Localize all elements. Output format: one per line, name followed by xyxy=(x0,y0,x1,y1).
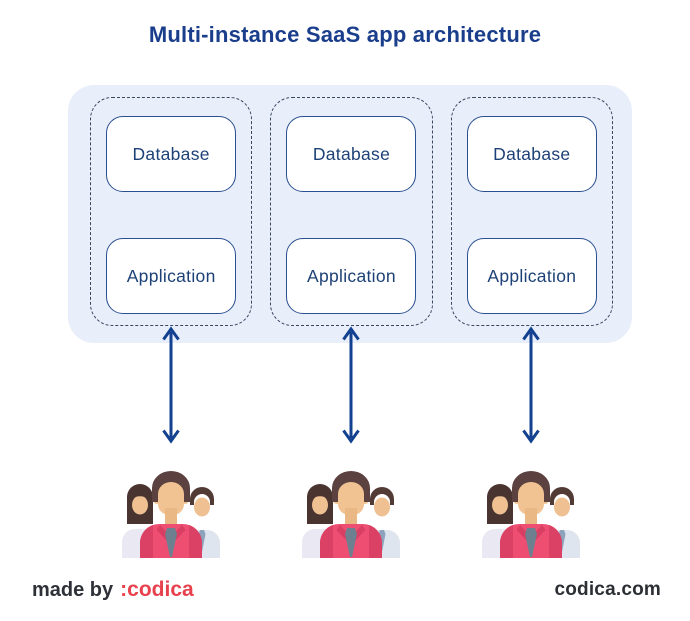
database-box: Database xyxy=(286,116,417,192)
application-box: Application xyxy=(106,238,237,314)
application-label: Application xyxy=(487,265,577,286)
user-group-icon xyxy=(294,466,408,558)
made-by-credit: made by :codica xyxy=(32,578,194,602)
user-group-icon xyxy=(114,466,228,558)
website-label: codica.com xyxy=(554,579,661,600)
application-label: Application xyxy=(126,265,216,286)
application-label: Application xyxy=(307,265,396,286)
instance-container-2: Database Application xyxy=(270,97,433,326)
database-box: Database xyxy=(466,116,597,192)
application-box: Application xyxy=(466,238,597,314)
codica-logo: :codica xyxy=(120,578,194,601)
instances-panel: Database Application Database Applicatio… xyxy=(68,85,632,343)
instance-container-1: Database Application xyxy=(90,97,253,326)
application-box: Application xyxy=(286,238,417,314)
page-title: Multi-instance SaaS app architecture xyxy=(148,22,542,47)
double-headed-vertical-arrow-icon xyxy=(340,325,362,445)
double-headed-vertical-arrow-icon xyxy=(160,325,182,445)
database-box: Database xyxy=(106,116,237,192)
database-label: Database xyxy=(493,143,571,164)
double-headed-vertical-arrow-icon xyxy=(520,325,542,445)
user-group-icon xyxy=(474,466,588,558)
instance-container-3: Database Application xyxy=(450,97,613,326)
database-label: Database xyxy=(132,143,210,164)
made-by-label: made by xyxy=(32,579,114,601)
database-label: Database xyxy=(312,143,391,164)
